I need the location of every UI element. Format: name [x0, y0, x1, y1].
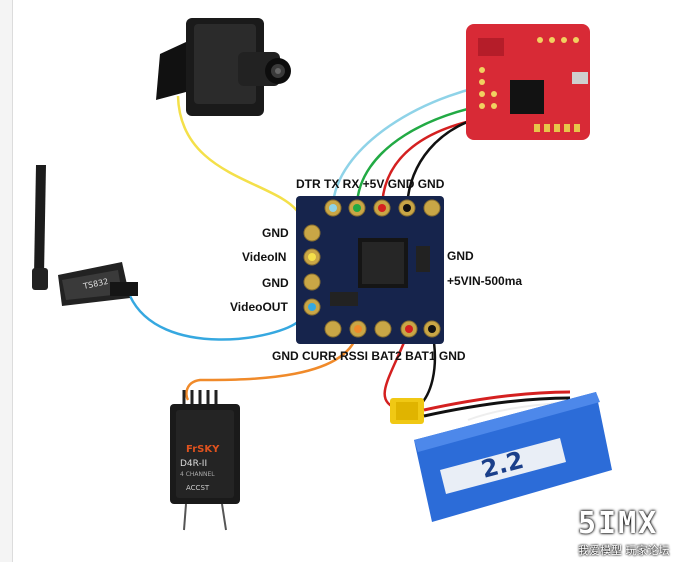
osd-board	[296, 196, 444, 344]
left-label-videoin: VideoIN	[242, 250, 287, 264]
pad-gnd-left	[303, 224, 321, 242]
watermark-logo: 5IMX	[578, 506, 659, 541]
receiver-brand: FrSKY	[186, 444, 220, 455]
receiver-channels: 4 CHANNEL	[180, 471, 215, 478]
left-label-videoout: VideoOUT	[230, 300, 288, 314]
lipo-battery: 2.2	[390, 390, 612, 522]
video-transmitter: TS832	[32, 165, 138, 306]
pad-gnd-left-2	[303, 273, 321, 291]
left-margin-bar	[0, 0, 13, 562]
fpv-camera	[156, 18, 291, 116]
pad-gnd-bottom	[324, 320, 342, 338]
pad-gnd-top	[423, 199, 441, 217]
camera-video-wire	[176, 95, 314, 258]
flight-controller-board	[466, 24, 590, 140]
right-label-vin: +5VIN-500ma	[447, 274, 523, 288]
top-pin-labels: DTR TX RX +5V GND GND	[296, 177, 445, 191]
rssi-wire	[185, 329, 360, 401]
bottom-pin-labels: GND CURR RSSI BAT2 BAT1 GND	[272, 349, 466, 363]
rc-receiver: FrSKY D4R-II 4 CHANNEL ACCST	[170, 390, 240, 531]
left-label-gnd-1: GND	[262, 226, 289, 240]
receiver-model: D4R-II	[180, 459, 207, 469]
watermark-subtitle: 我爱模型 玩家论坛	[578, 544, 670, 557]
gnd-wire	[405, 116, 479, 207]
receiver-accst: ACCST	[186, 484, 210, 492]
pad-rssi	[374, 320, 392, 338]
right-label-gnd: GND	[447, 249, 474, 263]
left-label-gnd-2: GND	[262, 276, 289, 290]
